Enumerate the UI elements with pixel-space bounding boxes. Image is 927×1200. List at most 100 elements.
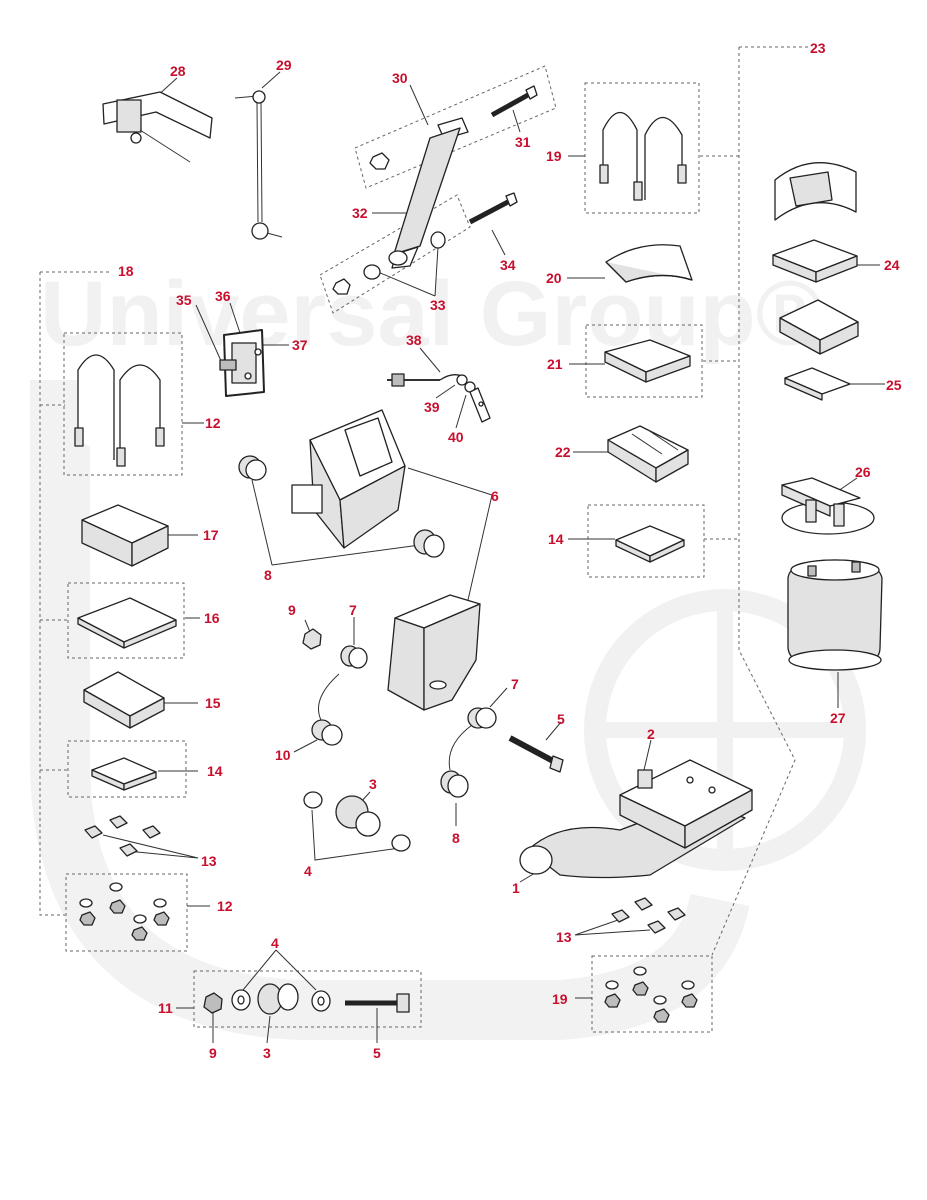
part-33-bushing (430, 231, 446, 249)
callout-labels: 28 29 30 31 32 34 33 23 19 20 21 22 14 2… (118, 40, 902, 1061)
part-28-leveling-valve (102, 91, 213, 163)
part-27-air-spring (787, 559, 883, 671)
callout-19: 19 (546, 148, 562, 164)
part-7-bushing (467, 707, 497, 729)
callout-28: 28 (170, 63, 186, 79)
callout-36: 36 (215, 288, 231, 304)
part-26-air-spring-bracket (781, 477, 875, 535)
part-23-block (779, 299, 859, 355)
callout-31: 31 (515, 134, 531, 150)
callout-20: 20 (546, 270, 562, 286)
callout-13: 13 (201, 853, 217, 869)
part-6-hanger-bracket-lower (387, 594, 481, 711)
callout-4: 4 (304, 863, 312, 879)
part-38-linkage (387, 373, 491, 423)
part-2-spring-seat (619, 759, 753, 849)
callout-29: 29 (276, 57, 292, 73)
part-29-link-rod (234, 90, 283, 240)
callout-17: 17 (203, 527, 219, 543)
part-33-bushing (363, 264, 381, 280)
callout-13: 13 (556, 929, 572, 945)
callout-18: 18 (118, 263, 134, 279)
part-36-valve-assembly (219, 329, 265, 397)
callout-7: 7 (349, 602, 357, 618)
part-7-bushing (340, 645, 368, 669)
callout-21: 21 (547, 356, 563, 372)
part-30-nut (332, 278, 351, 295)
callout-7: 7 (511, 676, 519, 692)
callout-30: 30 (392, 70, 408, 86)
part-20-saddle (605, 244, 693, 283)
part-22-block (607, 425, 689, 483)
callout-23: 23 (810, 40, 826, 56)
part-11-bolt-kit (203, 983, 410, 1015)
part-14-pad (615, 525, 685, 563)
callout-6: 6 (491, 488, 499, 504)
part-24-pad (772, 239, 858, 283)
part-4-washer (391, 834, 411, 852)
callout-12: 12 (205, 415, 221, 431)
callout-5: 5 (557, 711, 565, 727)
callout-33: 33 (430, 297, 446, 313)
part-15-block (83, 671, 165, 729)
part-6-hanger-bracket (291, 409, 406, 549)
callout-27: 27 (830, 710, 846, 726)
callout-34: 34 (500, 257, 516, 273)
callout-3: 3 (369, 776, 377, 792)
part-3-bushing (335, 795, 381, 837)
callout-10: 10 (275, 747, 291, 763)
part-17-saddle (81, 504, 169, 567)
callout-35: 35 (176, 292, 192, 308)
part-9-nut (302, 628, 322, 650)
part-21-pad (604, 339, 691, 383)
part-14-pad (91, 757, 157, 791)
callout-16: 16 (204, 610, 220, 626)
callout-5: 5 (373, 1045, 381, 1061)
callout-26: 26 (855, 464, 871, 480)
callout-14: 14 (207, 763, 223, 779)
part-25-wedge (784, 367, 851, 401)
part-4-washer (303, 791, 323, 809)
callout-37: 37 (292, 337, 308, 353)
part-19-u-bolts (599, 111, 687, 201)
part-34-bolt (468, 192, 518, 225)
callout-38: 38 (406, 332, 422, 348)
part-10-bushing (311, 719, 343, 746)
part-19-nuts-washers (604, 966, 698, 1023)
callout-3: 3 (263, 1045, 271, 1061)
callout-4: 4 (271, 935, 279, 951)
part-8-bushing (440, 770, 469, 798)
part-13-plate-washers (611, 897, 686, 934)
callout-22: 22 (555, 444, 571, 460)
part-32-shock-absorber (388, 117, 469, 269)
part-8-bushing (413, 529, 445, 558)
part-13-plate-washers (84, 815, 161, 857)
callout-9: 9 (288, 602, 296, 618)
callout-40: 40 (448, 429, 464, 445)
watermark-text: Universal Group® (40, 263, 824, 365)
parts (74, 85, 883, 1023)
callout-8: 8 (452, 830, 460, 846)
part-12-nuts-washers (79, 882, 170, 941)
callout-1: 1 (512, 880, 520, 896)
callout-24: 24 (884, 257, 900, 273)
part-16-pad (77, 597, 177, 649)
callout-11: 11 (158, 1000, 173, 1016)
part-30-nut (369, 152, 390, 170)
part-23-saddle-top (774, 162, 857, 221)
callout-32: 32 (352, 205, 368, 221)
callout-39: 39 (424, 399, 440, 415)
callout-12: 12 (217, 898, 233, 914)
part-31-bolt (490, 85, 538, 118)
group-frames (39, 46, 810, 1033)
callout-25: 25 (886, 377, 902, 393)
callout-14: 14 (548, 531, 564, 547)
callout-9: 9 (209, 1045, 217, 1061)
part-8-bushing (238, 455, 267, 481)
callout-15: 15 (205, 695, 221, 711)
callout-19: 19 (552, 991, 568, 1007)
callout-8: 8 (264, 567, 272, 583)
part-12-u-bolts (74, 354, 165, 467)
callout-2: 2 (647, 726, 655, 742)
